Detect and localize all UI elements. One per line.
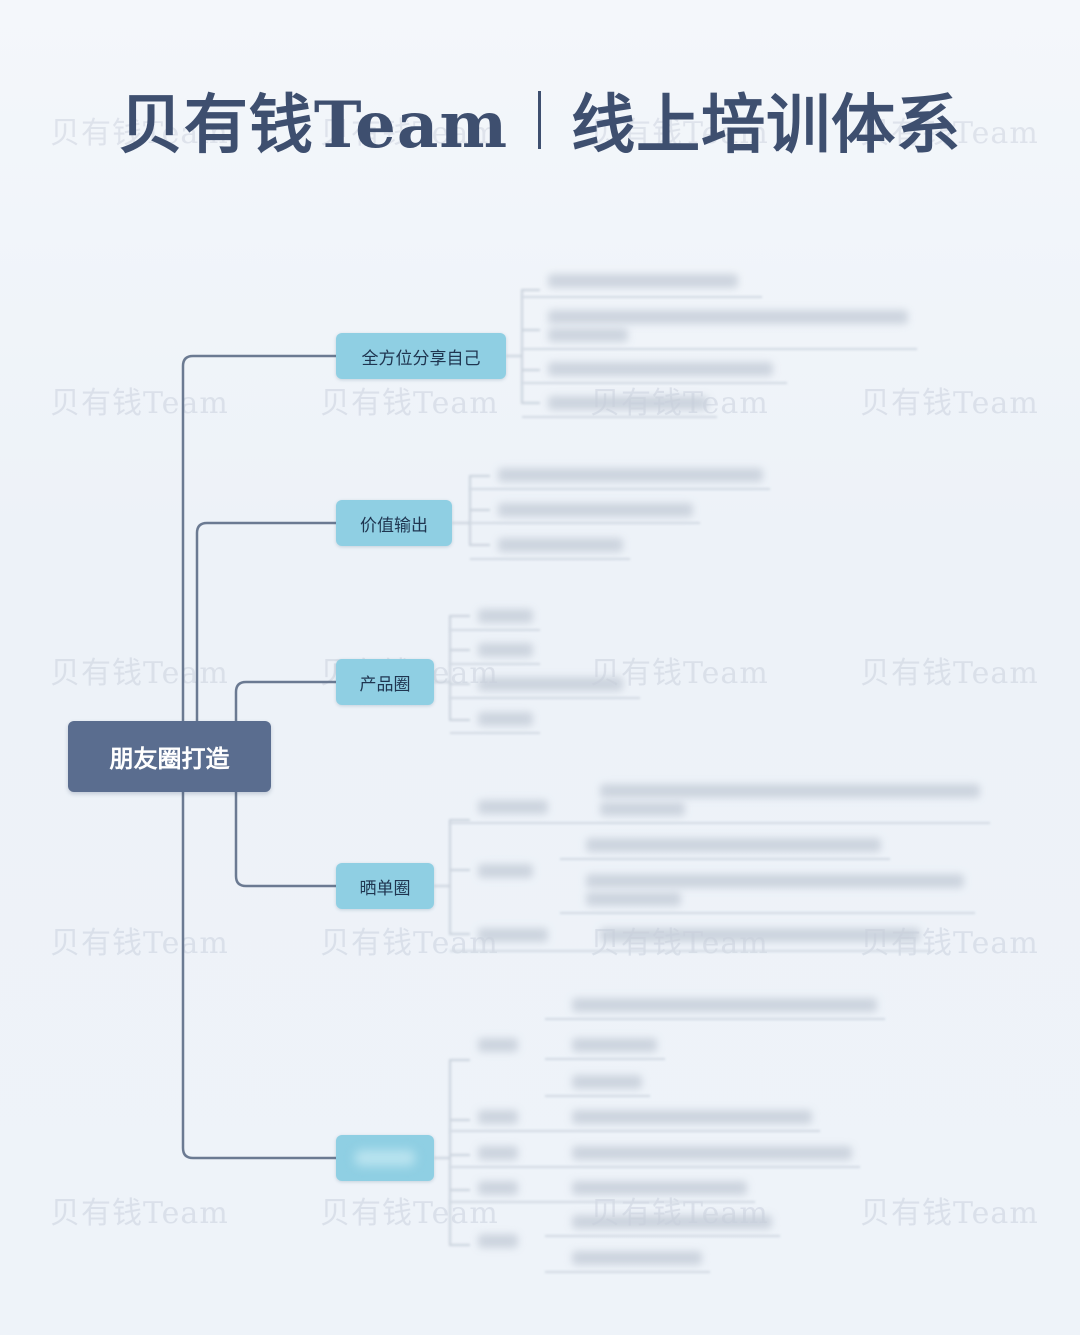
page-title-left: 贝有钱Team [118,88,509,163]
watermark-text: 贝有钱Team [320,926,499,961]
watermark-text: 贝有钱Team [50,926,229,961]
watermark-text: 贝有钱Team [860,386,1039,421]
connector-branch-4 [234,790,338,888]
page-header: 贝有钱Team 线上培训体系 [0,70,1080,170]
watermark-text: 贝有钱Team [860,1196,1039,1231]
branch-node-product-feed: 产品圈 [336,659,434,705]
title-divider [538,91,542,149]
watermark-text: 贝有钱Team [860,656,1039,691]
connector-branch-5 [181,790,338,1160]
connector-branch-2 [195,521,338,723]
mindmap-root-node: 朋友圈打造 [68,721,271,792]
branch-node-share-self: 全方位分享自己 [336,333,506,379]
branch-node-hidden [336,1135,434,1181]
watermark-text: 贝有钱Team [50,116,229,151]
blurred-label [355,1150,415,1166]
branch-node-order-feed: 晒单圈 [336,863,434,909]
watermark-text: 贝有钱Team [860,116,1039,151]
watermark-text: 贝有钱Team [320,116,499,151]
branch-node-value-output: 价值输出 [336,500,452,546]
connector-branch-1 [181,354,338,723]
watermark-text: 贝有钱Team [320,386,499,421]
watermark-text: 贝有钱Team [590,116,769,151]
watermark-text: 贝有钱Team [50,386,229,421]
connector-branch-3 [234,680,338,723]
page-title-right: 线上培训体系 [571,88,962,163]
watermark-text: 贝有钱Team [50,1196,229,1231]
